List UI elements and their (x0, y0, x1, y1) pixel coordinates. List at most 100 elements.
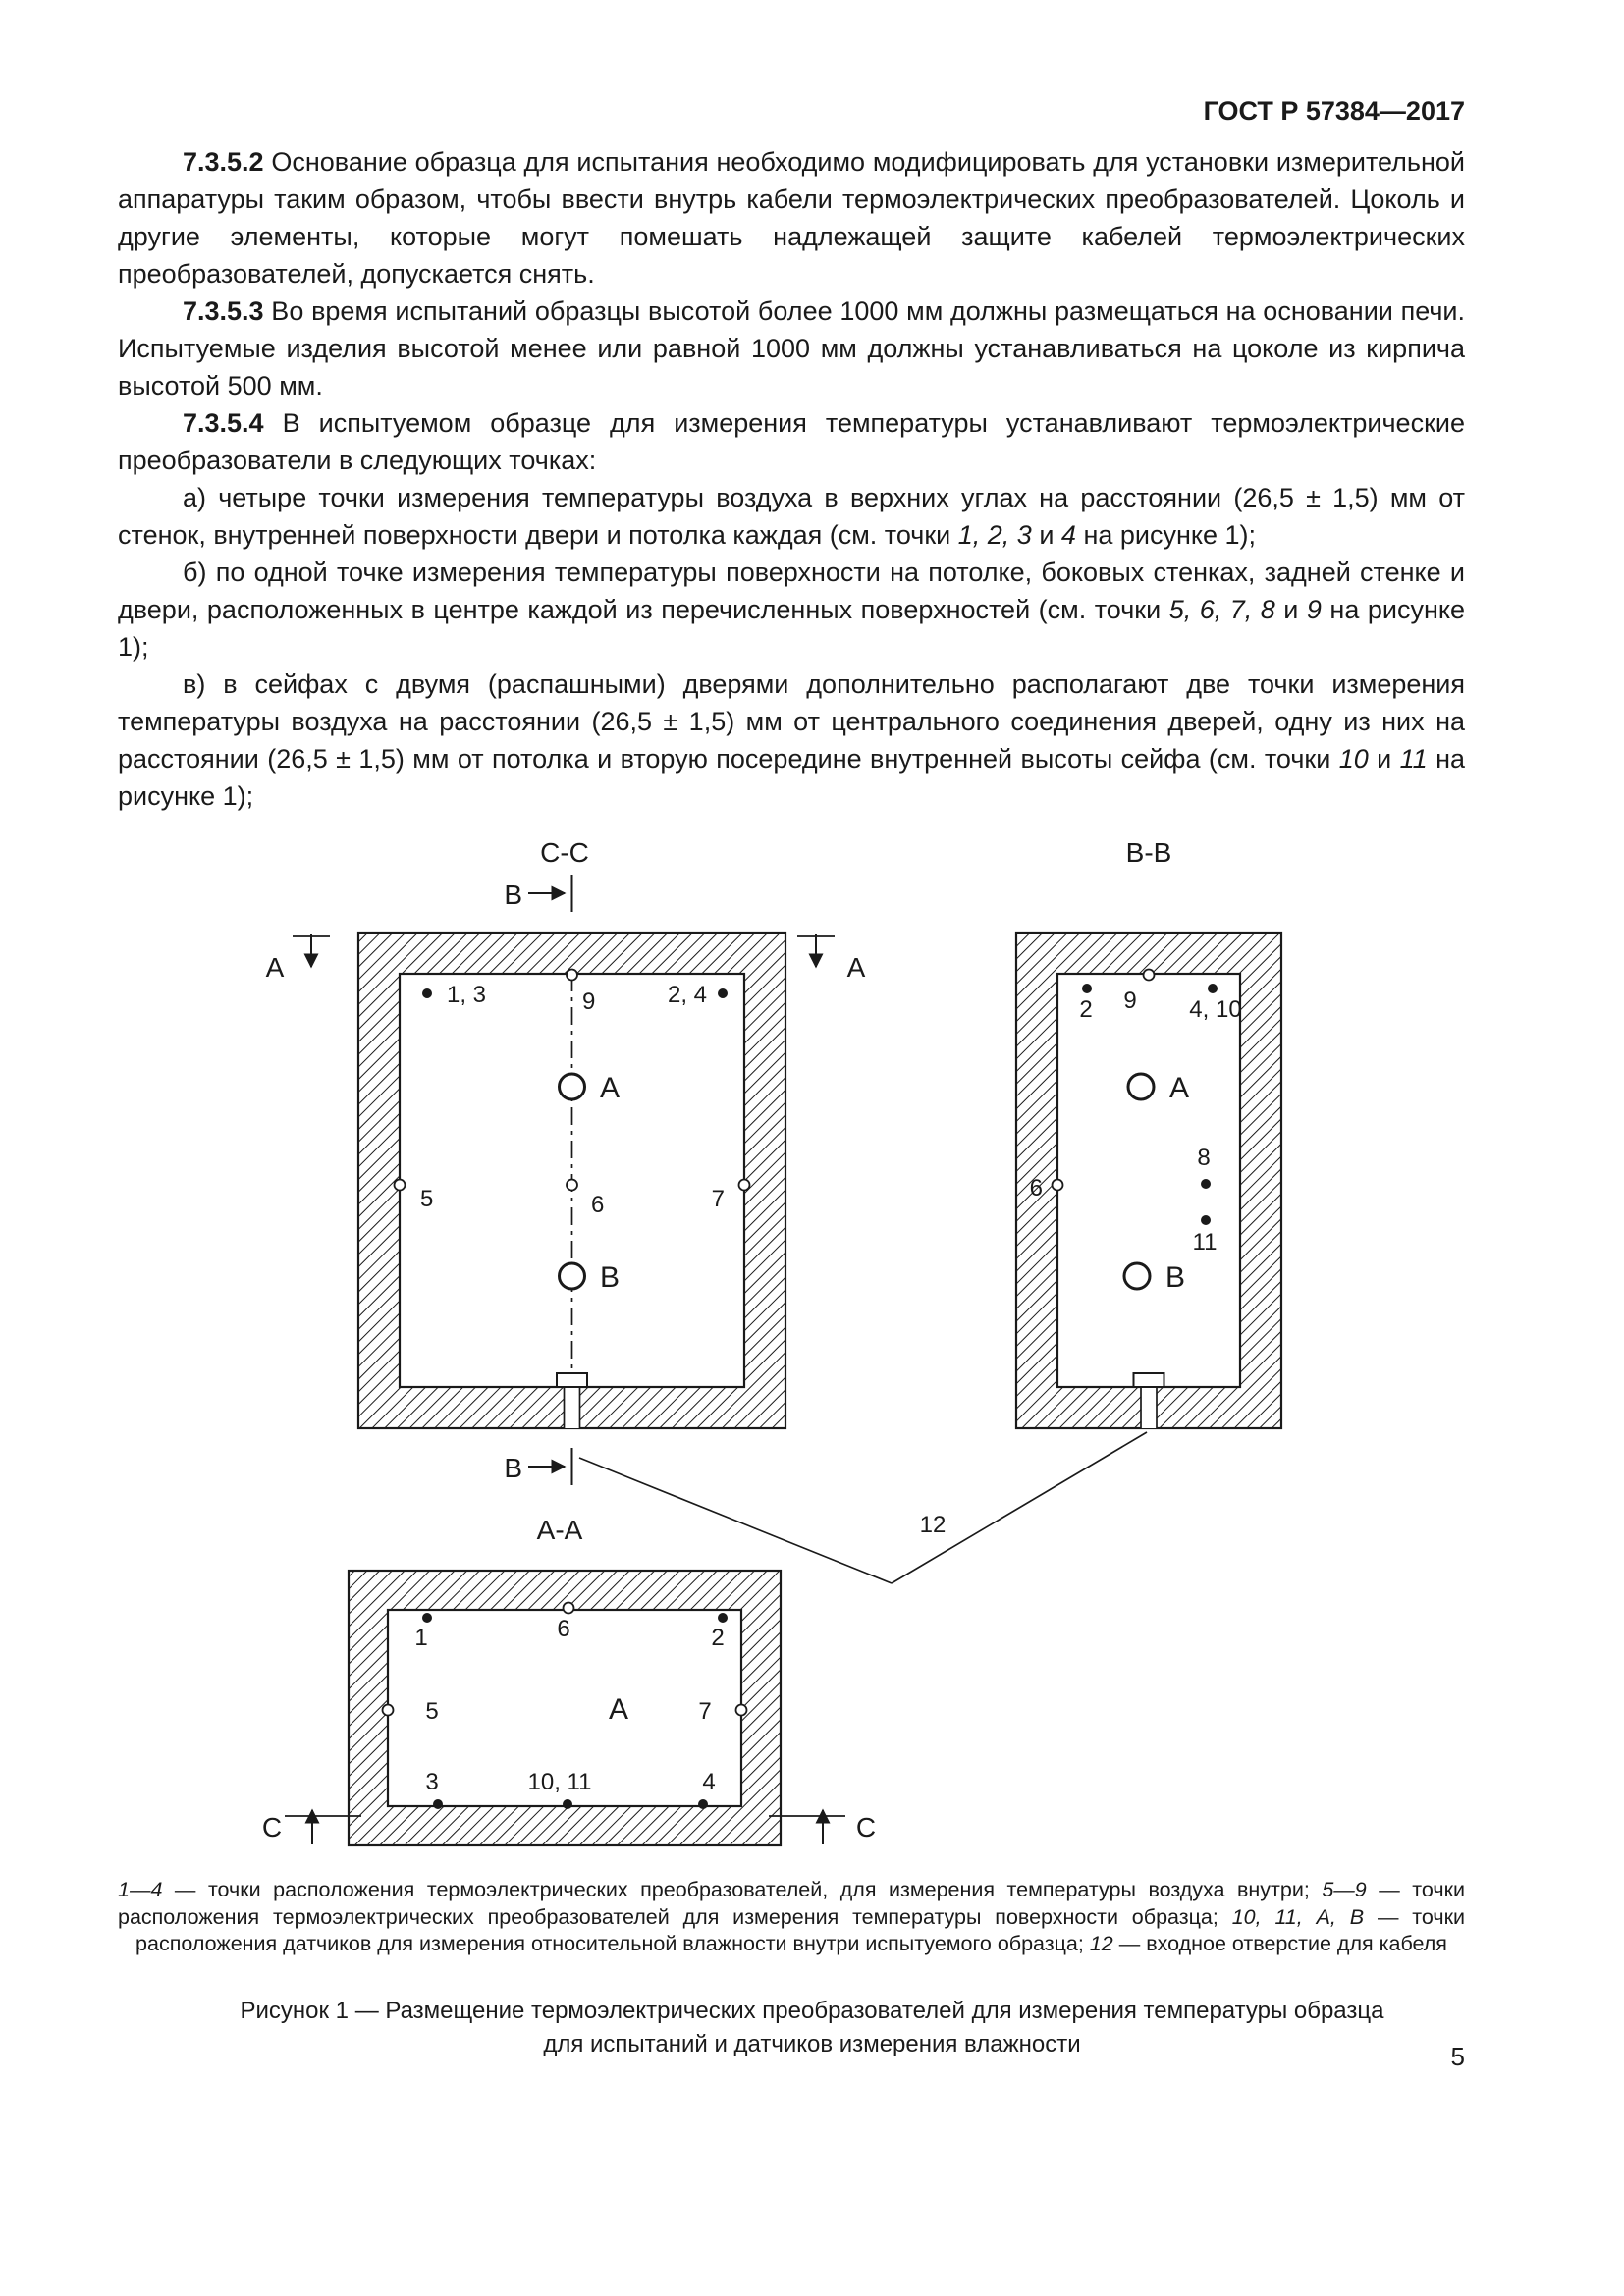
cc-point-7-circle (737, 1178, 751, 1192)
bb-sensor-b-circle (1122, 1261, 1152, 1291)
bb-sensor-a-label: А (1169, 1072, 1189, 1104)
section-c-label-right: С (856, 1812, 876, 1842)
list-text: на рисунке 1); (118, 595, 1466, 662)
section-c-label-left: С (262, 1812, 282, 1842)
aa-point-2-dot (718, 1613, 728, 1623)
caption-ref: 10, 11, А, В (1231, 1904, 1365, 1929)
page-number: 5 (1450, 2042, 1465, 2071)
cc-point-5-label: 5 (420, 1186, 433, 1212)
list-item-v: в) в сейфах с двумя (распашными) дверями… (118, 666, 1465, 815)
list-text: и (1368, 744, 1400, 774)
view-cc-title: С-С (540, 837, 589, 868)
cc-point-1-3-dot (422, 988, 432, 998)
cc-point-9-circle (566, 968, 578, 982)
cc-point-6-circle (566, 1178, 578, 1192)
aa-point-10-11-label: 10, 11 (528, 1769, 592, 1795)
aa-point-2-label: 2 (711, 1625, 724, 1651)
aa-point-1-dot (422, 1613, 432, 1623)
bb-cable-entry-box (1132, 1372, 1165, 1388)
clause-text: Во время испытаний образцы высотой более… (118, 296, 1465, 400)
bb-sensor-a-circle (1126, 1072, 1156, 1101)
aa-point-5-circle (381, 1703, 395, 1717)
cc-sensor-a-circle (558, 1072, 586, 1101)
view-cc: В В A A 1, 3 9 2, 4 А 5 6 (266, 875, 866, 1485)
cc-cable-passage (564, 1387, 580, 1428)
bb-point-4-10-dot (1208, 984, 1218, 993)
view-aa-title: А-А (537, 1515, 583, 1545)
bb-point-4-10-label: 4, 10 (1189, 996, 1241, 1023)
list-text: а) четыре точки измерения температуры во… (118, 483, 1465, 550)
caption-text: — входное отверстие для кабеля (1112, 1932, 1447, 1955)
cable-opening-label: 12 (920, 1512, 947, 1538)
caption-text: — точки расположения термоэлектрических … (162, 1878, 1323, 1901)
section-a-label-right: A (847, 952, 866, 983)
list-item-b: б) по одной точке измерения температуры … (118, 554, 1465, 666)
cc-point-1-3-label: 1, 3 (447, 982, 486, 1008)
list-text: на рисунке 1); (118, 744, 1465, 811)
aa-point-4-dot (698, 1799, 708, 1809)
caption-text: — точки расположения датчиков для измере… (135, 1904, 1465, 1956)
clause-text: Основание образца для испытания необходи… (118, 147, 1465, 289)
cable-leader-line-right (891, 1431, 1148, 1584)
cc-point-5-circle (393, 1178, 406, 1192)
aa-sensor-a-label: А (609, 1693, 628, 1726)
cable-leader-line-left (578, 1457, 893, 1584)
document-header: ГОСТ Р 57384—2017 (1203, 96, 1465, 126)
list-text: б) по одной точке измерения температуры … (118, 558, 1465, 624)
aa-point-6-label: 6 (557, 1616, 569, 1642)
point-ref: 1, 2, 3 (957, 520, 1032, 550)
cable-leader: 12 (578, 1431, 1148, 1584)
bb-point-8-dot (1201, 1179, 1211, 1189)
figure-title: Рисунок 1 — Размещение термоэлектрически… (240, 1998, 1384, 2057)
bb-point-11-label: 11 (1193, 1229, 1218, 1255)
bb-hatched-walls (1016, 933, 1281, 1428)
point-ref: 11 (1399, 744, 1428, 774)
section-a-label-left: A (266, 952, 285, 983)
point-ref: 4 (1060, 520, 1076, 550)
aa-point-6-circle (562, 1601, 575, 1615)
list-item-a: а) четыре точки измерения температуры во… (118, 479, 1465, 554)
aa-point-7-label: 7 (698, 1698, 711, 1725)
clause-text: В испытуемом образце для измерения темпе… (118, 408, 1465, 475)
view-bb-title: В-В (1126, 837, 1172, 868)
cc-sensor-b-circle (558, 1261, 586, 1291)
point-ref: 9 (1306, 595, 1322, 624)
cc-point-9-label: 9 (582, 988, 595, 1015)
figure-caption: 1—4 — точки расположения термоэлектричес… (118, 1877, 1465, 1958)
clause-7-3-5-3: 7.3.5.3 Во время испытаний образцы высот… (118, 293, 1465, 404)
caption-ref: 12 (1089, 1932, 1113, 1955)
aa-point-7-circle (734, 1703, 748, 1717)
caption-text: — точки расположения термоэлектрических … (118, 1878, 1465, 1929)
list-text: в) в сейфах с двумя (распашными) дверями… (118, 669, 1465, 774)
aa-point-3-label: 3 (425, 1769, 438, 1795)
list-text: на рисунке 1); (1075, 520, 1257, 550)
cc-point-2-4-label: 2, 4 (668, 982, 707, 1008)
list-text: и (1031, 520, 1061, 550)
bb-point-9-label: 9 (1123, 988, 1136, 1014)
view-aa: 1 6 2 5 А 7 3 10, 11 4 С С (262, 1569, 876, 1847)
aa-point-5-label: 5 (425, 1698, 438, 1725)
aa-point-1-label: 1 (414, 1625, 427, 1651)
cc-sensor-b-label: В (600, 1261, 620, 1294)
body-text: 7.3.5.2 Основание образца для испытания … (118, 143, 1465, 815)
aa-point-10-11-dot (563, 1799, 572, 1809)
cc-point-7-label: 7 (712, 1186, 725, 1212)
bb-sensor-b-label: В (1165, 1261, 1185, 1294)
aa-point-4-label: 4 (702, 1769, 715, 1795)
clause-7-3-5-2: 7.3.5.2 Основание образца для испытания … (118, 143, 1465, 293)
bb-point-2-label: 2 (1079, 996, 1092, 1023)
aa-hatched-walls (349, 1571, 781, 1845)
caption-ref: 1—4 (118, 1878, 163, 1901)
bb-point-11-dot (1201, 1215, 1211, 1225)
bb-inner-wall (1056, 972, 1242, 1389)
clause-number: 7.3.5.4 (183, 408, 264, 438)
cc-point-2-4-dot (718, 988, 728, 998)
clause-7-3-5-4: 7.3.5.4 В испытуемом образце для измерен… (118, 404, 1465, 479)
point-ref: 10 (1338, 744, 1369, 774)
bb-point-6-label: 6 (1030, 1175, 1043, 1201)
list-text: и (1274, 595, 1307, 624)
aa-outer-wall (347, 1569, 783, 1847)
section-b-label-top: В (504, 880, 522, 910)
clause-number: 7.3.5.2 (183, 147, 264, 177)
